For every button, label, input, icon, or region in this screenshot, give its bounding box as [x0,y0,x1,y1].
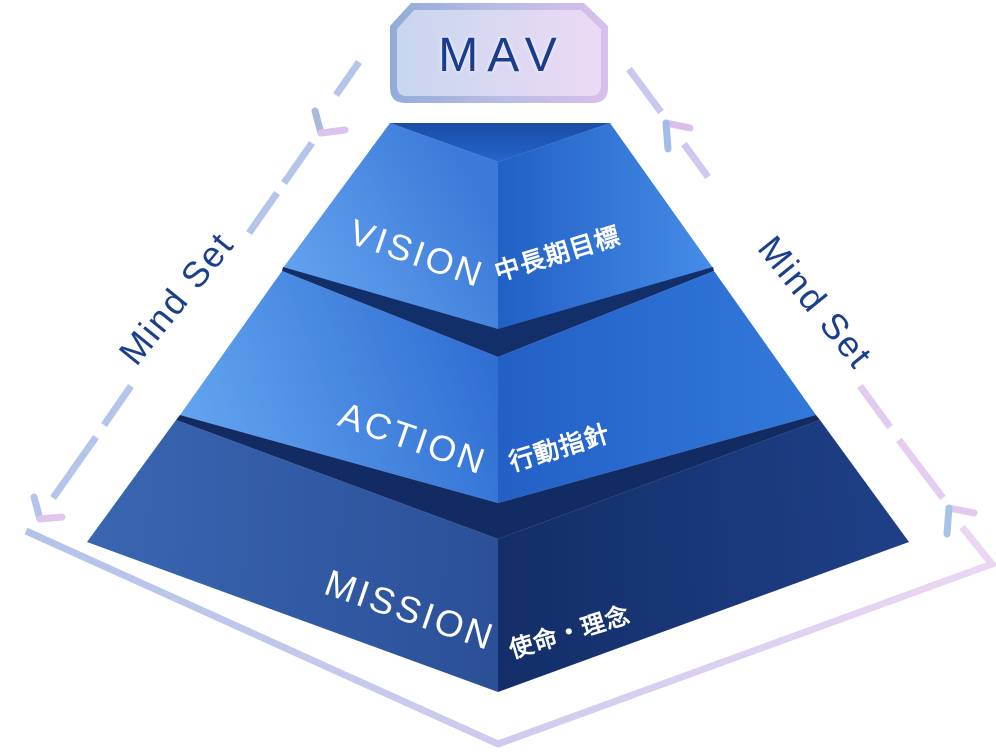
pyramid-tier-action [180,271,816,503]
arrowhead-left-top-icon [311,107,349,137]
right-flow-line [626,66,946,501]
arrowhead-left-bottom-icon [30,493,66,523]
vision-top-face [390,123,610,162]
pyramid-tier-vision [283,123,713,330]
pyramid-tier-mission [87,420,909,692]
left-flow-line [50,59,362,501]
vision-left-face [283,123,498,330]
action-right-face [498,271,816,503]
tier-gap-band-1 [282,267,714,357]
tier-gap-band-2 [176,415,820,539]
bottom-flow-line [24,524,996,748]
vision-right-face [498,123,713,330]
mindset-label-left: Mind Set [111,224,242,373]
arrowhead-right-top-icon [662,119,694,153]
mav-badge-label: MAV [438,29,565,82]
mav-badge: MAV MAV [390,3,608,103]
mav-badge-panel [397,10,601,96]
mav-badge-label-glow: MAV [438,29,565,82]
mission-left-face [87,420,498,692]
action-left-face [180,271,498,503]
mission-right-face [498,420,909,692]
arrowhead-right-bottom-icon [943,504,978,538]
